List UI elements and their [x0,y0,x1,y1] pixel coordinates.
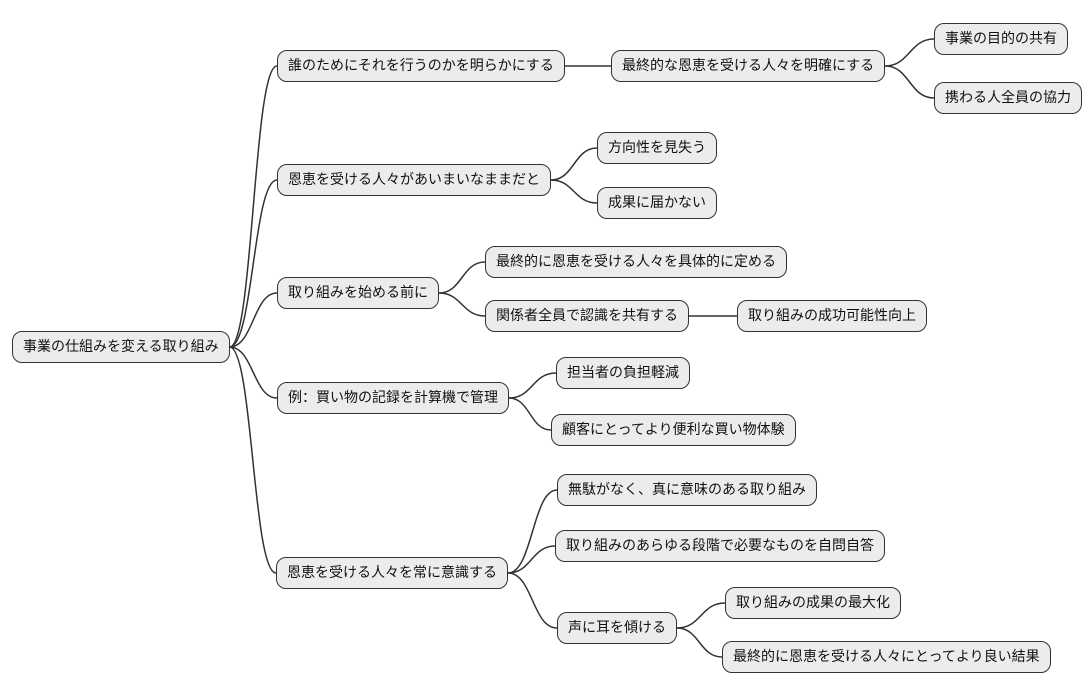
connector [676,627,723,658]
node-self-questioning: 取り組みのあらゆる段階で必要なものを自問自答 [555,530,885,562]
connector [229,179,278,348]
node-convenient-experience: 顧客にとってより便利な買い物体験 [551,414,796,446]
node-root: 事業の仕組みを変える取り組み [12,331,230,363]
connector [550,179,598,204]
node-if-ambiguous: 恩恵を受ける人々があいまいなままだと [277,164,551,196]
node-clarify-who: 誰のためにそれを行うのかを明らかにする [277,50,565,82]
node-define-concretely: 最終的に恩恵を受ける人々を具体的に定める [485,246,787,278]
node-everyone-cooperation: 携わる人全員の協力 [934,82,1082,114]
node-success-probability: 取り組みの成功可能性向上 [737,300,927,332]
connector [438,292,486,317]
connector [229,346,277,574]
node-always-aware: 恩恵を受ける人々を常に意識する [276,557,508,589]
node-maximize-results: 取り組みの成果の最大化 [725,587,901,619]
connector [508,397,552,431]
connector [229,346,278,399]
node-meaningful-effort: 無駄がなく、真に意味のある取り組み [557,474,817,506]
node-identify-beneficiaries: 最終的な恩恵を受ける人々を明確にする [611,50,886,82]
node-share-understanding: 関係者全員で認識を共有する [485,300,689,332]
connector [507,572,558,629]
connector [676,602,726,629]
connector [507,489,558,574]
node-listen-to-voices: 声に耳を傾ける [557,612,677,644]
connector [507,545,556,574]
node-reduce-burden: 担当者の負担軽減 [556,357,690,389]
connector [550,147,598,181]
connector [508,372,557,399]
connector [229,292,278,348]
node-before-starting: 取り組みを始める前に [277,277,439,309]
connector [885,65,935,99]
node-better-outcomes: 最終的に恩恵を受ける人々にとってより良い結果 [722,641,1051,673]
connector [438,261,486,294]
connector [885,38,935,67]
node-lose-direction: 方向性を見失う [597,132,717,164]
node-example-shopping-records: 例：買い物の記録を計算機で管理 [277,382,509,414]
node-share-purpose: 事業の目的の共有 [934,23,1068,55]
connector [229,65,278,348]
node-no-results: 成果に届かない [597,187,717,219]
